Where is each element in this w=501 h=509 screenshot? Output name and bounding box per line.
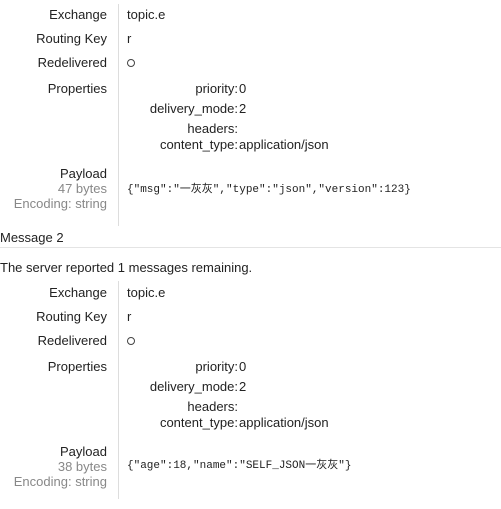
delivery-mode-key: delivery_mode:: [149, 101, 238, 116]
payload-size: 47 bytes: [57, 181, 107, 196]
content-type-value: application/json: [239, 137, 329, 152]
content-type-value: application/json: [239, 415, 329, 430]
payload-label: Payload: [60, 444, 107, 459]
properties-label: Properties: [47, 81, 107, 96]
message-2-separator: [118, 281, 119, 499]
delivery-mode-value: 2: [239, 101, 247, 116]
redelivered-radio-icon: [127, 59, 135, 67]
routing-key-label: Routing Key: [36, 31, 107, 46]
delivery-mode-row: delivery_mode: 2: [118, 379, 246, 394]
routing-key-label: Routing Key: [36, 309, 107, 324]
payload-content: {"age":18,"name":"SELF_JSON一灰灰"}: [127, 460, 352, 472]
exchange-value: topic.e: [127, 7, 166, 22]
priority-value: 0: [239, 359, 247, 374]
headers-row: headers:: [118, 399, 238, 414]
routing-key-value: r: [127, 31, 132, 46]
routing-key-value: r: [127, 309, 132, 324]
delivery-mode-key: delivery_mode:: [149, 379, 238, 394]
priority-value: 0: [239, 81, 247, 96]
content-type-row: content_type: application/json: [118, 415, 329, 430]
content-type-row: content_type: application/json: [118, 137, 329, 152]
exchange-value: topic.e: [127, 285, 166, 300]
payload-label: Payload: [60, 166, 107, 181]
message-1-separator: [118, 4, 119, 226]
headers-key: headers:: [187, 121, 238, 136]
payload-encoding: Encoding: string: [13, 196, 107, 211]
content-type-key: content_type:: [159, 137, 238, 152]
priority-key: priority:: [195, 81, 238, 96]
properties-label: Properties: [47, 359, 107, 374]
priority-row: priority: 0: [118, 81, 246, 96]
payload-encoding: Encoding: string: [13, 474, 107, 489]
content-type-key: content_type:: [159, 415, 238, 430]
redelivered-radio-icon: [127, 337, 135, 345]
headers-row: headers:: [118, 121, 238, 136]
remaining-messages-text: The server reported 1 messages remaining…: [0, 260, 253, 275]
redelivered-label: Redelivered: [37, 55, 107, 70]
exchange-label: Exchange: [49, 7, 107, 22]
priority-row: priority: 0: [118, 359, 246, 374]
message-2-heading: Message 2: [0, 230, 64, 245]
delivery-mode-row: delivery_mode: 2: [118, 101, 246, 116]
delivery-mode-value: 2: [239, 379, 247, 394]
headers-key: headers:: [187, 399, 238, 414]
redelivered-label: Redelivered: [37, 333, 107, 348]
exchange-label: Exchange: [49, 285, 107, 300]
priority-key: priority:: [195, 359, 238, 374]
payload-content: {"msg":"一灰灰","type":"json","version":123…: [127, 184, 411, 196]
payload-size: 38 bytes: [57, 459, 107, 474]
message-2-divider: [0, 247, 501, 248]
